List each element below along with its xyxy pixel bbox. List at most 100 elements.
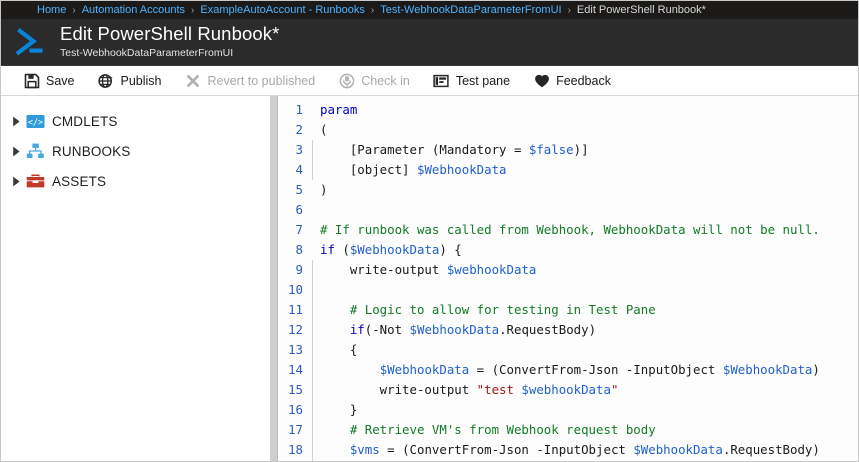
code-token-var: $WebhookData: [722, 362, 813, 377]
line-number: 13: [288, 342, 303, 357]
line-number: 7: [295, 222, 303, 237]
code-token-com: # If runbook was called from Webhook, We…: [320, 222, 820, 237]
testpane-icon: [433, 72, 450, 89]
tree-item-assets[interactable]: ASSETS: [1, 166, 269, 196]
chevron-right-icon[interactable]: [7, 142, 25, 160]
chevron-right-icon[interactable]: [7, 172, 25, 190]
indent-guide: [312, 400, 313, 420]
code-token-com: # Retrieve VM's from Webhook request bod…: [320, 422, 656, 437]
breadcrumb-item-3[interactable]: Test-WebhookDataParameterFromUI: [380, 4, 562, 16]
save-button[interactable]: Save: [23, 66, 75, 96]
breadcrumb-item-0[interactable]: Home: [37, 4, 67, 16]
code-token-plain: ) {: [439, 242, 462, 257]
tree-item-runbooks[interactable]: RUNBOOKS: [1, 136, 269, 166]
code-token-plain: {: [320, 342, 358, 357]
code-line[interactable]: 9 write-output $webhookData: [278, 260, 858, 280]
tree-item-cmdlets[interactable]: </> CMDLETS: [1, 106, 269, 136]
breadcrumb-separator: ›: [370, 4, 375, 16]
code-line[interactable]: 2(: [278, 120, 858, 140]
toolbar-item-label: Publish: [120, 73, 162, 88]
toolbar-item-label: Check in: [361, 73, 410, 88]
code-line[interactable]: 7 # If runbook was called from Webhook, W…: [278, 220, 858, 240]
indent-guide: [312, 100, 313, 120]
indent-guide: [312, 120, 313, 140]
code-token-var: $WebhookData: [633, 442, 723, 457]
code-text: param: [320, 100, 858, 120]
code-text: [320, 200, 858, 220]
line-number: 12: [288, 322, 303, 337]
cmdlets-code-icon: </>: [25, 112, 45, 130]
line-number: 10: [288, 282, 303, 297]
tree-item-label: CMDLETS: [52, 113, 118, 129]
code-line[interactable]: 19: [278, 460, 858, 461]
code-token-plain: .RequestBody): [722, 442, 820, 457]
code-line[interactable]: 11 # Logic to allow for testing in Test …: [278, 300, 858, 320]
breadcrumb-item-2[interactable]: ExampleAutoAccount - Runbooks: [200, 4, 365, 16]
code-token-str: "test: [476, 382, 522, 397]
line-number: 9: [295, 262, 303, 277]
indent-guide: [312, 440, 313, 460]
code-line[interactable]: 8 if ($WebhookData) {: [278, 240, 858, 260]
test-pane-button[interactable]: Test pane: [433, 66, 510, 96]
code-line[interactable]: 14 $WebhookData = (ConvertFrom-Json -Inp…: [278, 360, 858, 380]
indent-guide: [312, 260, 313, 280]
powershell-logo-icon: [14, 25, 50, 59]
code-text: # Retrieve VM's from Webhook request bod…: [320, 420, 858, 440]
publish-icon: [98, 72, 115, 89]
code-line[interactable]: 17 # Retrieve VM's from Webhook request …: [278, 420, 858, 440]
code-token-plain: write-output: [320, 262, 447, 277]
code-token-kw: if: [349, 322, 365, 337]
code-line[interactable]: 4 [object] $WebhookData: [278, 160, 858, 180]
indent-guide: [312, 200, 313, 220]
code-text: if(-Not $WebhookData.RequestBody): [320, 320, 858, 340]
code-text: if ($WebhookData) {: [320, 240, 858, 260]
code-token-str: ": [610, 382, 619, 397]
breadcrumb-separator: ›: [191, 4, 195, 16]
publish-button[interactable]: Publish: [98, 66, 162, 96]
toolbar-item-label: Test pane: [455, 73, 511, 88]
breadcrumb-separator: ›: [567, 4, 571, 16]
code-text: [320, 280, 858, 300]
code-token-plain: )]: [573, 142, 589, 157]
chevron-right-icon[interactable]: [7, 112, 25, 130]
pane-splitter[interactable]: [269, 96, 278, 461]
indent-guide: [312, 280, 313, 300]
code-text: [object] $WebhookData: [320, 160, 858, 180]
breadcrumb-item-1[interactable]: Automation Accounts: [81, 4, 186, 16]
feedback-button[interactable]: Feedback: [533, 66, 611, 96]
page-title: Edit PowerShell Runbook*: [60, 23, 280, 44]
code-line[interactable]: 13 {: [278, 340, 858, 360]
resources-tree-pane: </> CMDLETS RUNBOOKS ASSETS: [1, 96, 269, 461]
line-number: 8: [295, 242, 303, 257]
line-number: 16: [288, 402, 303, 417]
line-number: 15: [288, 382, 303, 397]
code-token-var: $WebhookData: [409, 322, 500, 337]
indent-guide: [312, 320, 313, 340]
code-line[interactable]: 6: [278, 200, 858, 220]
code-text: # Logic to allow for testing in Test Pan…: [320, 300, 858, 320]
code-token-var: $WebhookData: [416, 162, 507, 177]
assets-toolbox-icon: [25, 172, 45, 190]
code-token-plain: [object]: [320, 162, 417, 177]
code-line[interactable]: 12 if(-Not $WebhookData.RequestBody): [278, 320, 858, 340]
code-line[interactable]: 16 }: [278, 400, 858, 420]
line-number: 4: [295, 162, 303, 177]
svg-text:</>: </>: [27, 116, 42, 126]
code-token-plain: write-output: [320, 382, 477, 397]
code-text: [Parameter (Mandatory = $false)]: [320, 140, 858, 160]
line-number: 5: [295, 182, 303, 197]
code-token-plain: = (ConvertFrom-Json -InputObject: [379, 442, 634, 457]
save-icon: [23, 72, 40, 89]
code-line[interactable]: 18 $vms = (ConvertFrom-Json -InputObject…: [278, 440, 858, 460]
code-line[interactable]: 10: [278, 280, 858, 300]
indent-guide: [312, 140, 313, 160]
tree-item-label: ASSETS: [52, 173, 107, 189]
code-line[interactable]: 5): [278, 180, 858, 200]
code-line[interactable]: 15 write-output "test $webhookData": [278, 380, 858, 400]
indent-guide: [312, 340, 313, 360]
code-line[interactable]: 3 [Parameter (Mandatory = $false)]: [278, 140, 858, 160]
code-token-var: $WebhookData: [349, 242, 440, 257]
